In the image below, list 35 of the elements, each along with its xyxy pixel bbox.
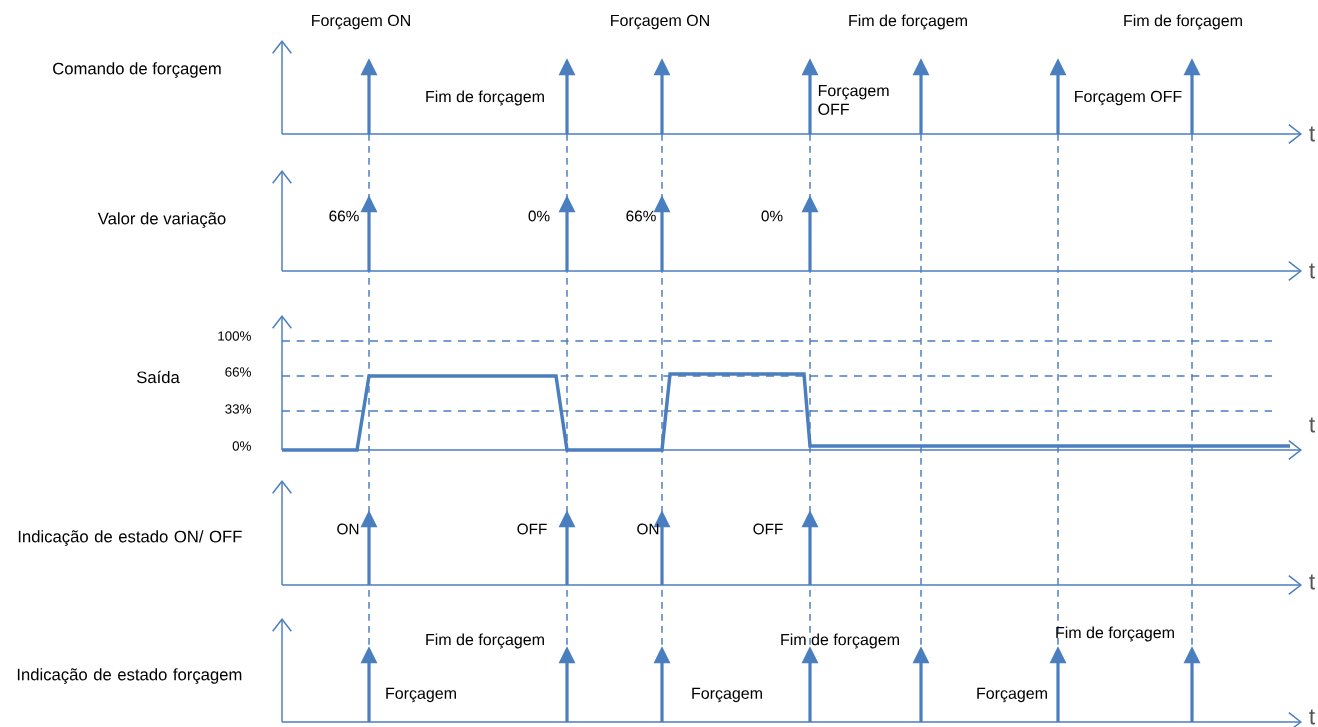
event-label: Fim de forçagem xyxy=(1056,626,1174,642)
value-label: 0% xyxy=(761,210,783,222)
row-label: Indicação de estado ON/ OFF xyxy=(18,530,242,546)
axis-label: t xyxy=(1309,574,1315,590)
axis-label: t xyxy=(1309,263,1315,279)
value-label: ON xyxy=(637,523,659,535)
event-label: Fim de forçagem xyxy=(426,633,544,649)
row-label: Comando de forçagem xyxy=(53,62,221,78)
event-label: Forçagem xyxy=(692,687,762,703)
event-label: Forçagem OFF xyxy=(1075,90,1182,106)
tick-label: 66% xyxy=(225,367,251,377)
value-label: 66% xyxy=(329,210,359,222)
event-label: Forçagem OFF xyxy=(818,85,889,115)
axis-label: t xyxy=(1309,709,1315,725)
row-label: Valor de variação xyxy=(97,212,226,228)
event-label: Forçagem ON xyxy=(312,14,410,30)
value-label: OFF xyxy=(753,523,783,535)
value-label: ON xyxy=(337,523,359,535)
event-label: Forçagem ON xyxy=(611,14,709,30)
event-label: Forçagem xyxy=(386,687,456,703)
value-label: OFF xyxy=(517,523,547,535)
value-label: 66% xyxy=(626,210,656,222)
event-label: Fim de forçagem xyxy=(781,633,899,649)
row-label: Indicação de estado forçagem xyxy=(17,668,242,684)
event-label: Forçagem xyxy=(977,687,1047,703)
axis-label: t xyxy=(1309,417,1315,433)
event-label: Fim de forçagem xyxy=(426,90,544,106)
axis-label: t xyxy=(1309,126,1315,142)
event-label: Fim de forçagem xyxy=(849,14,967,30)
value-label: 0% xyxy=(528,210,550,222)
row-label: Saída xyxy=(137,370,180,384)
tick-label: 100% xyxy=(218,331,251,341)
event-label: Fim de forçagem xyxy=(1124,14,1242,30)
tick-label: 0% xyxy=(232,441,251,451)
tick-label: 33% xyxy=(225,404,251,414)
